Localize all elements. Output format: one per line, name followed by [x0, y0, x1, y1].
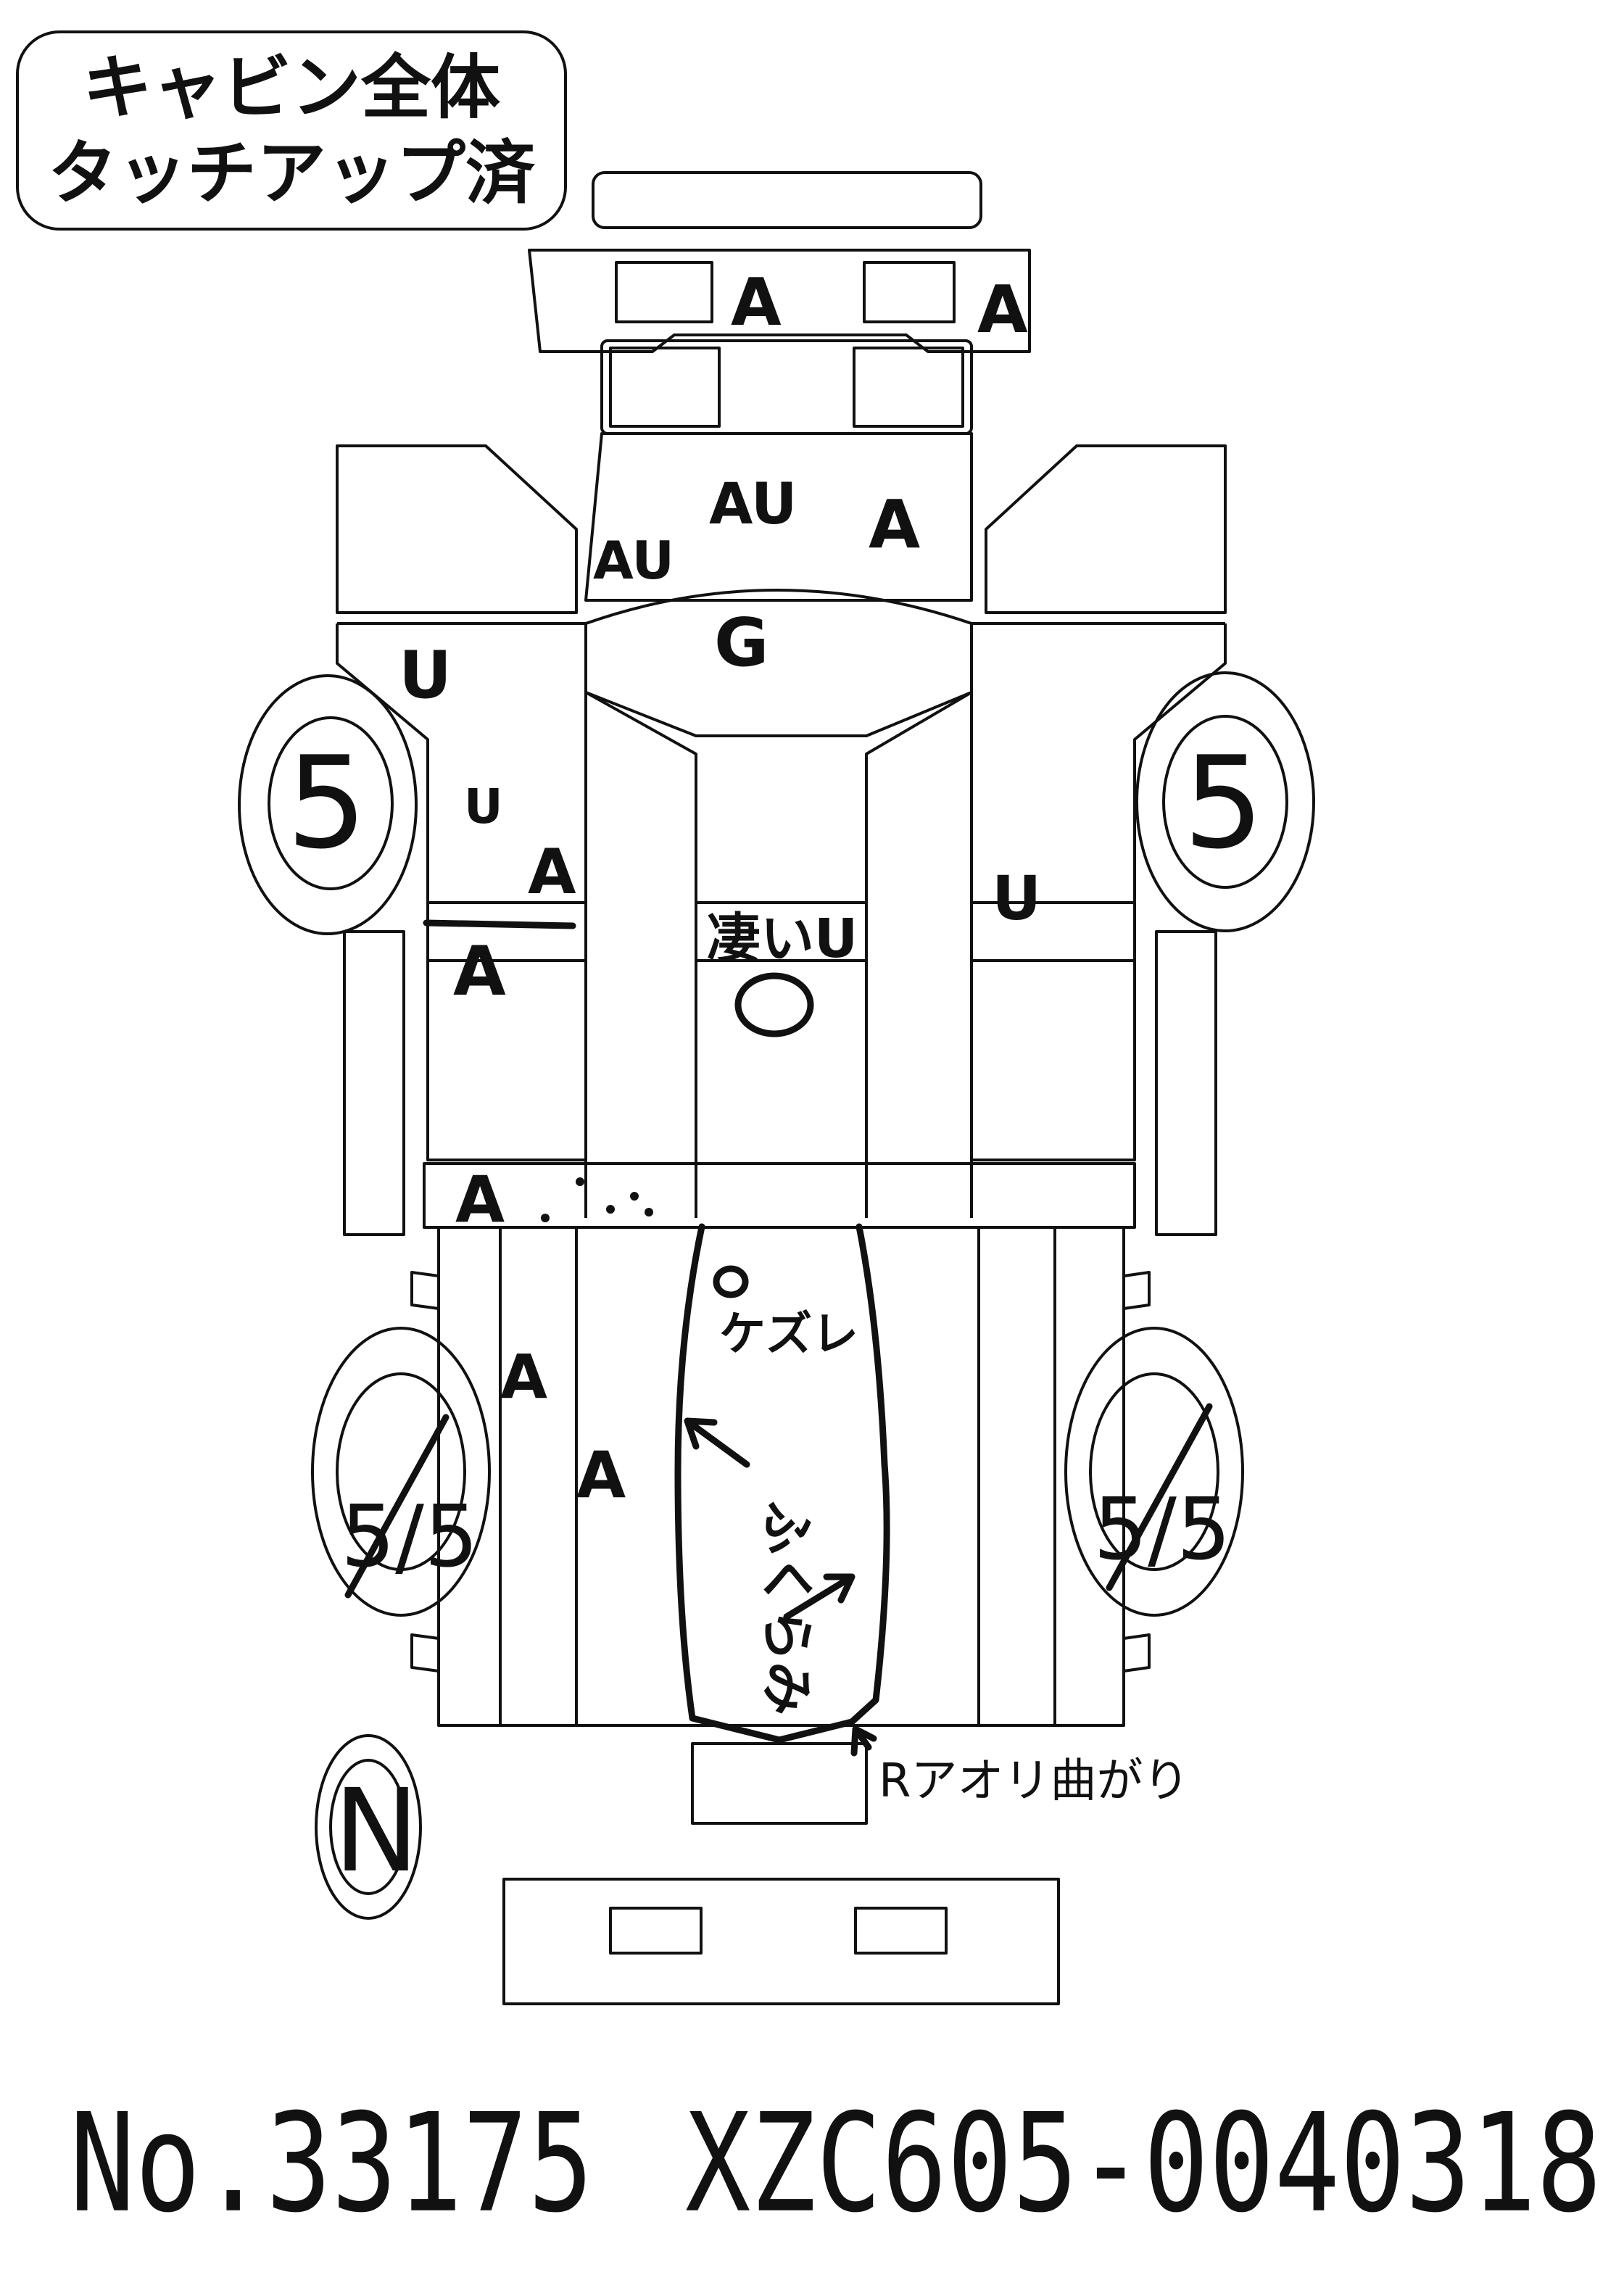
windshield [584, 623, 973, 737]
mark-bed-left-2: A [576, 1438, 626, 1512]
mark-hood-top: AU [709, 472, 797, 537]
bed-note-2-group: ふくらみ [755, 1501, 818, 1715]
tailgate-arrow [850, 1725, 877, 1757]
grille-left-lamp [609, 347, 721, 428]
rear-left-lamp [609, 1907, 703, 1955]
footer-number: No.33175 [70, 2085, 594, 2243]
right-pillar [865, 691, 973, 1218]
grille-right-lamp [853, 347, 964, 428]
right-arch-tab-front [1122, 1271, 1151, 1310]
left-arch-tab-rear [410, 1633, 440, 1673]
mark-hood-left: AU [593, 530, 674, 591]
right-side-step [1155, 930, 1217, 1236]
mark-bed-note: ケズレ [719, 1308, 858, 1362]
left-headlight [615, 261, 713, 323]
bulge-arrow-right [783, 1573, 856, 1620]
left-fender-wing [336, 444, 578, 614]
left-rear-tire-inner [336, 1372, 466, 1571]
spare-tire-outer [315, 1734, 422, 1920]
hand-annotations [344, 919, 1213, 1757]
title-line-1: キャビン全体 [83, 47, 500, 128]
rear-right-lamp [854, 1907, 948, 1955]
mark-hood-right: A [869, 486, 920, 563]
right-rear-tire-inner [1089, 1372, 1219, 1571]
mark-left-door-upper-1: U [464, 779, 503, 834]
right-rear-tire-slash [1106, 1403, 1213, 1591]
rear-step [691, 1742, 868, 1825]
left-rear-tire-slash [344, 1414, 450, 1599]
right-rear-tire-outer [1064, 1327, 1244, 1617]
right-headlight [863, 261, 956, 323]
left-pillar [585, 691, 697, 1218]
mark-front-bumper-right: A [977, 272, 1028, 348]
truck-bed [437, 1227, 1125, 1727]
right-front-tire-inner [1162, 715, 1288, 889]
bulge-arrow-left [684, 1417, 750, 1468]
mark-bed-left-1: A [500, 1341, 547, 1412]
grille [600, 339, 973, 435]
mark-tailgate-note: Rアオリ曲がり [879, 1754, 1189, 1808]
windshield-top [585, 589, 972, 625]
bed-damage-outline [674, 1223, 890, 1744]
footer-vin: XZC605-0040318 [685, 2085, 1602, 2243]
right-cab-side [972, 623, 1227, 1161]
mark-left-front-tire: 5 [286, 730, 367, 877]
mark-bed-note-2: ふくらみ [755, 1501, 818, 1715]
left-arch-tab-front [410, 1271, 440, 1310]
left-front-tire-outer [238, 674, 418, 935]
mark-left-fender: U [399, 637, 452, 713]
spare-tire-inner [329, 1759, 407, 1895]
title-box: キャビン全体 タッチアップ済 [16, 30, 567, 231]
left-cab-side [336, 623, 586, 1161]
mark-right-door: U [992, 863, 1041, 934]
mark-left-door-upper-2: A [528, 836, 576, 908]
rear-bumper [502, 1878, 1060, 2005]
step-dots [541, 1177, 653, 1222]
title-line-2: タッチアップ済 [48, 133, 535, 214]
mark-left-door-lower: A [453, 932, 506, 1011]
mark-windshield: G [714, 604, 769, 681]
bed-circle-mark [713, 1265, 749, 1298]
left-side-step [343, 930, 405, 1236]
roof-circle-mark [734, 972, 814, 1037]
left-door-hand-line [423, 919, 576, 929]
mark-roof-note: 凄いU [707, 908, 858, 970]
mark-spare-tire: N [334, 1765, 419, 1898]
mark-right-rear-tire: 5/5 [1093, 1479, 1231, 1579]
mark-front-bumper-left: A [731, 265, 782, 341]
right-front-tire-outer [1135, 671, 1315, 932]
cab-rear-panel [423, 1162, 1136, 1229]
hood [584, 432, 973, 602]
annotation-marks: A A AU AU A G U 5 5 U A A 凄いU U A ケズレ A … [286, 265, 1264, 1898]
left-rear-tire-outer [311, 1327, 491, 1617]
front-bumper [528, 249, 1031, 353]
left-front-tire-inner [268, 716, 394, 890]
right-arch-tab-rear [1122, 1633, 1151, 1673]
front-bumper-bar [592, 171, 982, 229]
mark-left-rear-tire: 5/5 [341, 1486, 478, 1586]
right-fender-wing [985, 444, 1227, 614]
mark-left-step: A [455, 1162, 505, 1237]
mark-right-front-tire: 5 [1183, 730, 1264, 877]
truck-outline [238, 171, 1315, 2005]
